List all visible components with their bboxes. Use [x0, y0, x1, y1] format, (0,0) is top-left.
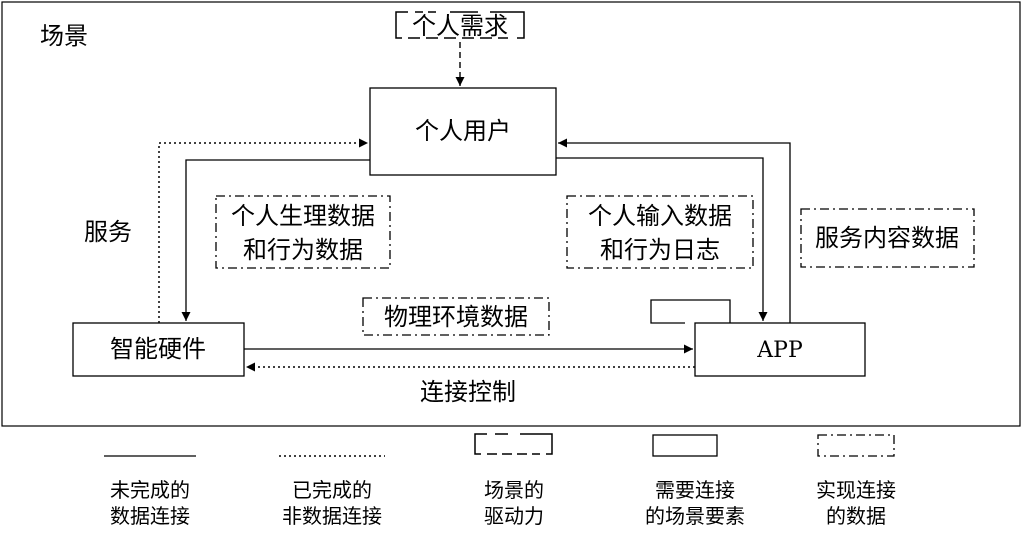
environment-data-box — [362, 297, 550, 336]
legend-driver-bracket — [474, 433, 553, 455]
connection-control-label: 连接控制 — [420, 378, 516, 406]
personal-need-box: 个人需求 — [395, 11, 525, 40]
legend-dashdot-rect — [817, 434, 895, 457]
physio-data-box — [215, 195, 391, 269]
personal-user-label: 个人用户 — [415, 117, 511, 145]
service-content-label: 服务内容数据 — [815, 224, 959, 252]
legend-item-1-line2: 数据连接 — [110, 504, 190, 528]
physio-data-line1: 个人生理数据 — [231, 202, 375, 230]
scene-frame — [1, 1, 1021, 427]
legend-item-2-line1: 已完成的 — [292, 478, 372, 502]
personal-user-box — [369, 87, 557, 176]
input-data-line1: 个人输入数据 — [588, 202, 732, 230]
service-label: 服务 — [84, 218, 132, 246]
legend-solid-rect — [652, 434, 718, 457]
smart-hardware-label: 智能硬件 — [110, 335, 206, 363]
legend: 未完成的 数据连接 已完成的 非数据连接 场景的 驱动力 需要连接 的场景要素 … — [104, 433, 896, 528]
needed-element-box — [650, 299, 731, 324]
input-data-box — [566, 195, 754, 269]
physio-data-line2: 和行为数据 — [243, 236, 363, 264]
service-dotted-arrow — [158, 138, 368, 323]
legend-item-5-line1: 实现连接 — [816, 478, 896, 502]
app-box — [694, 322, 866, 377]
legend-item-4-line1: 需要连接 — [655, 478, 735, 502]
legend-item-2-line2: 非数据连接 — [282, 504, 382, 528]
legend-item-3-line1: 场景的 — [484, 478, 544, 502]
legend-item-1-line1: 未完成的 — [110, 478, 190, 502]
smart-hardware-box — [72, 322, 245, 377]
legend-item-5-line2: 的数据 — [826, 504, 886, 528]
environment-data-label: 物理环境数据 — [384, 303, 528, 331]
app-to-user-arrow — [558, 138, 791, 323]
user-to-app-arrow — [556, 157, 768, 321]
app-label: APP — [756, 338, 803, 363]
personal-need-label: 个人需求 — [412, 12, 508, 40]
legend-item-4-line2: 的场景要素 — [645, 504, 745, 528]
scene-label: 场景 — [40, 22, 88, 50]
input-data-line2: 和行为日志 — [600, 236, 720, 264]
service-content-box — [800, 208, 975, 268]
legend-item-3-line2: 驱动力 — [484, 504, 544, 528]
user-to-hardware-arrow — [181, 159, 370, 321]
